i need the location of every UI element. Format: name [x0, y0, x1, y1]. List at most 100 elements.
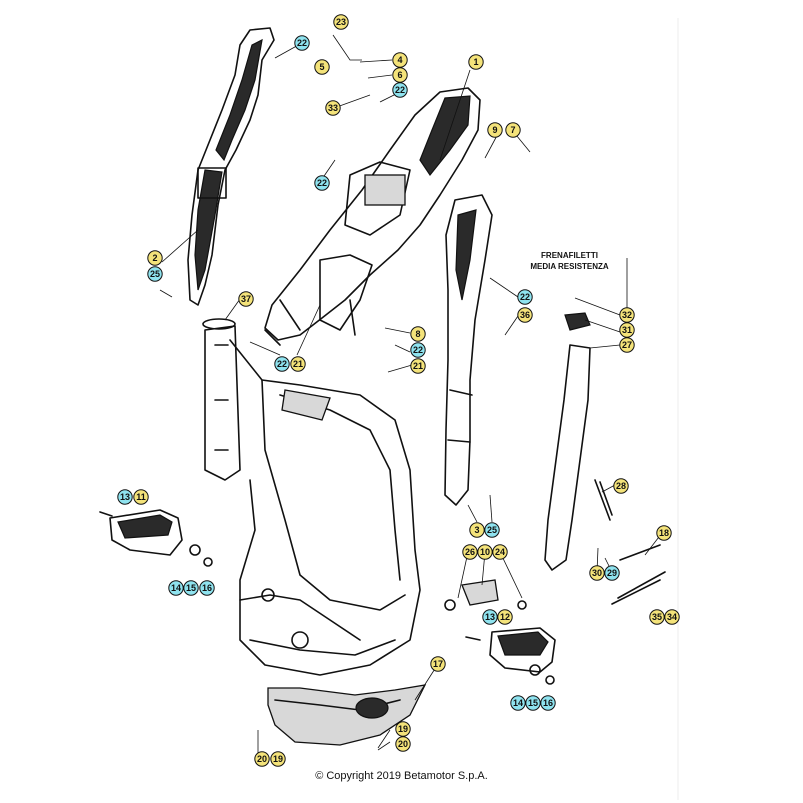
callout-number: 31 — [622, 325, 632, 335]
callout-marker — [619, 337, 635, 353]
callout-13: 13 — [482, 609, 498, 625]
callout-number: 2 — [152, 253, 157, 263]
callout-marker — [468, 54, 484, 70]
callout-marker — [649, 609, 665, 625]
callout-23: 23 — [333, 14, 349, 30]
callout-number: 36 — [520, 310, 530, 320]
callout-14: 14 — [510, 695, 526, 711]
callout-number: 14 — [171, 583, 181, 593]
callout-16: 16 — [540, 695, 556, 711]
callout-marker — [168, 580, 184, 596]
callout-25: 25 — [484, 522, 500, 538]
callout-marker — [238, 291, 254, 307]
callout-number: 12 — [500, 612, 510, 622]
callout-7: 7 — [505, 122, 521, 138]
callout-number: 18 — [659, 528, 669, 538]
callout-36: 36 — [517, 307, 533, 323]
callout-marker — [314, 59, 330, 75]
callout-number: 20 — [398, 739, 408, 749]
callout-number: 22 — [317, 178, 327, 188]
callout-number: 34 — [667, 612, 677, 622]
callout-15: 15 — [525, 695, 541, 711]
callout-2: 2 — [147, 250, 163, 266]
callout-number: 23 — [336, 17, 346, 27]
callout-number: 21 — [293, 359, 303, 369]
callout-marker — [395, 736, 411, 752]
callout-marker — [430, 656, 446, 672]
callout-number: 30 — [592, 568, 602, 578]
callout-number: 19 — [273, 754, 283, 764]
callout-marker — [484, 522, 500, 538]
callout-number: 32 — [622, 310, 632, 320]
callout-marker — [395, 721, 411, 737]
callout-number: 37 — [241, 294, 251, 304]
mount-bracket — [444, 579, 527, 611]
right-side-guard — [444, 194, 493, 506]
left-side-guard — [187, 27, 275, 306]
callout-33: 33 — [325, 100, 341, 116]
skid-plate — [267, 684, 427, 746]
callout-17: 17 — [430, 656, 446, 672]
callout-20: 20 — [254, 751, 270, 767]
callout-marker — [410, 358, 426, 374]
callout-number: 27 — [622, 340, 632, 350]
callout-32: 32 — [619, 307, 635, 323]
callout-29: 29 — [604, 565, 620, 581]
callout-22: 22 — [314, 175, 330, 191]
callout-number: 25 — [487, 525, 497, 535]
callout-number: 22 — [395, 85, 405, 95]
threadlock-note: FRENAFILETTI MEDIA RESISTENZA — [507, 250, 632, 272]
callout-number: 19 — [398, 724, 408, 734]
callout-marker — [482, 609, 498, 625]
callout-26: 26 — [462, 544, 478, 560]
callout-14: 14 — [168, 580, 184, 596]
callout-marker — [487, 122, 503, 138]
callout-marker — [604, 565, 620, 581]
callout-marker — [147, 250, 163, 266]
callout-marker — [410, 326, 426, 342]
callout-marker — [540, 695, 556, 711]
callout-number: 20 — [257, 754, 267, 764]
callout-22: 22 — [517, 289, 533, 305]
callout-marker — [656, 525, 672, 541]
callout-25: 25 — [147, 266, 163, 282]
callout-22: 22 — [392, 82, 408, 98]
callout-marker — [613, 478, 629, 494]
callout-marker — [410, 342, 426, 358]
callout-37: 37 — [238, 291, 254, 307]
callout-marker — [392, 52, 408, 68]
callout-number: 6 — [397, 70, 402, 80]
callout-number: 13 — [485, 612, 495, 622]
callout-15: 15 — [183, 580, 199, 596]
callout-9: 9 — [487, 122, 503, 138]
callout-3: 3 — [469, 522, 485, 538]
callout-number: 22 — [520, 292, 530, 302]
callout-number: 16 — [202, 583, 212, 593]
callout-16: 16 — [199, 580, 215, 596]
callout-13: 13 — [117, 489, 133, 505]
callout-marker — [294, 35, 310, 51]
callout-number: 25 — [150, 269, 160, 279]
callout-4: 4 — [392, 52, 408, 68]
callout-marker — [505, 122, 521, 138]
callout-20: 20 — [395, 736, 411, 752]
callout-35: 35 — [649, 609, 665, 625]
callout-number: 11 — [136, 492, 146, 502]
callout-marker — [117, 489, 133, 505]
left-footpeg — [99, 509, 213, 567]
callout-marker — [589, 565, 605, 581]
callout-marker — [664, 609, 680, 625]
callout-number: 28 — [616, 481, 626, 491]
callout-11: 11 — [133, 489, 149, 505]
callout-number: 13 — [120, 492, 130, 502]
callout-marker — [325, 100, 341, 116]
callout-19: 19 — [270, 751, 286, 767]
callout-marker — [510, 695, 526, 711]
callout-number: 17 — [433, 659, 443, 669]
callout-22: 22 — [294, 35, 310, 51]
callout-21: 21 — [290, 356, 306, 372]
callout-30: 30 — [589, 565, 605, 581]
callout-marker — [199, 580, 215, 596]
callout-number: 8 — [415, 329, 420, 339]
callout-8: 8 — [410, 326, 426, 342]
